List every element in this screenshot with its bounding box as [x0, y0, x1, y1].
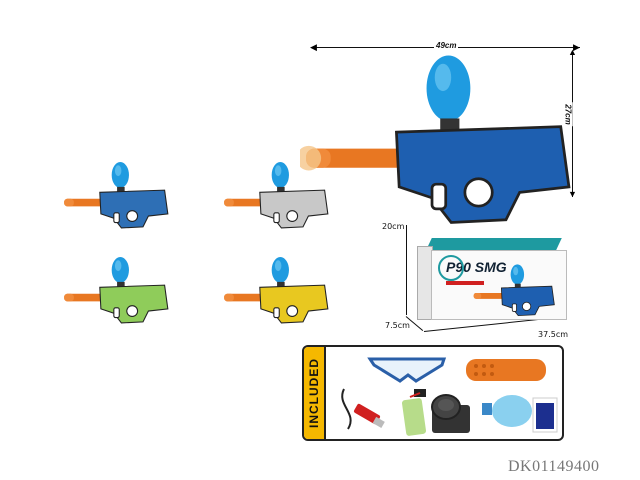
variant-gun-blue-orange: [62, 145, 170, 245]
box-top-face: [426, 238, 562, 250]
box-front-face: P90 SMG: [431, 250, 567, 320]
sku-code: DK01149400: [508, 458, 600, 475]
box-title-ring: [438, 255, 464, 281]
arrow-right-icon: ▶: [573, 42, 580, 52]
gel-ball-pack-icon: [532, 397, 558, 433]
hero-gun-image: [300, 50, 575, 228]
gel-splash-icon: [300, 145, 322, 171]
included-tab: INCLUDED: [304, 347, 326, 439]
usb-cable-icon: [341, 388, 385, 430]
motor-housing-icon: [431, 394, 470, 433]
variant-gun-yellow-blue: [222, 240, 330, 340]
variant-gun-green-white: [62, 240, 170, 340]
orange-muzzle-icon: [466, 359, 546, 381]
box-depth-label: 7.5cm: [385, 321, 410, 330]
box-gun-image: [472, 261, 556, 319]
gun-length-label: 49cm: [434, 41, 459, 50]
included-label: INCLUDED: [307, 358, 321, 428]
box-height-label: 20cm: [382, 222, 405, 231]
variant-gun-red-white: [222, 145, 330, 245]
box-width-label: 37.5cm: [538, 330, 569, 339]
gel-hopper-icon: [482, 395, 532, 427]
arrow-left-icon: ◀: [310, 42, 317, 52]
arrow-down-icon: ▼: [568, 189, 577, 199]
battery-pack-icon: [401, 389, 427, 436]
product-box: P90 SMG: [417, 238, 567, 320]
safety-goggles-icon: [367, 357, 447, 383]
box-red-banner: [446, 281, 484, 285]
box-height-line: [406, 225, 407, 315]
included-panel: INCLUDED: [302, 345, 564, 441]
arrow-up-icon: ▲: [568, 47, 577, 57]
